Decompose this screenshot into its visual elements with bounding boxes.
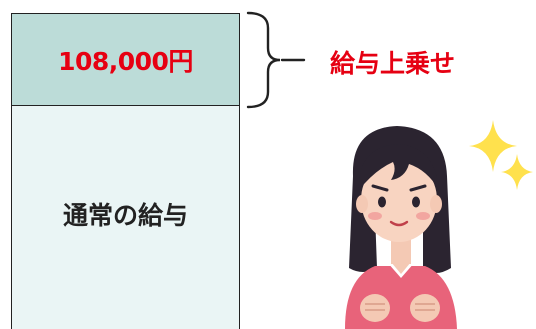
normal-pay-block: 通常の給与: [11, 105, 240, 329]
extra-pay-amount: 108,000円: [58, 46, 193, 76]
extra-pay-caption: 給与上乗せ: [330, 49, 456, 78]
extra-pay-block: 108,000円: [11, 13, 240, 106]
normal-pay-label: 通常の給与: [62, 201, 188, 230]
sparkle-icon: [469, 120, 533, 190]
brace-icon: [246, 11, 306, 109]
happy-woman-illustration: [345, 126, 457, 329]
